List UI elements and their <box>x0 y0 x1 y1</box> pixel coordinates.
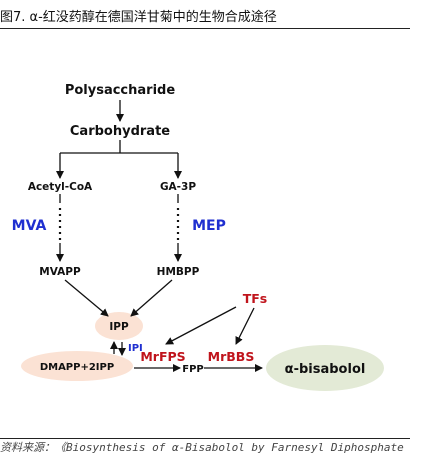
title-divider <box>0 28 410 29</box>
arrow-mvapp-ipp <box>64 279 109 317</box>
label-mrfps: MrFPS <box>140 349 185 364</box>
node-alpha-bisabolol: α-bisabolol <box>285 362 366 377</box>
ipp-ellipse <box>95 312 143 340</box>
label-ipi: IPI <box>128 343 143 354</box>
figure-title: 图7. α-红没药醇在德国洋甘菊中的生物合成途径 <box>0 10 277 25</box>
label-tfs: TFs <box>243 291 268 306</box>
dmapp-ellipse <box>21 351 133 381</box>
source-divider <box>0 438 410 439</box>
node-ga3p: GA-3P <box>160 181 196 193</box>
node-ipp: IPP <box>109 321 129 333</box>
label-mrbbs: MrBBS <box>208 349 255 364</box>
arrow-tfs-mrbbs <box>235 307 255 345</box>
node-polysaccharide: Polysaccharide <box>65 83 176 98</box>
label-mep: MEP <box>192 218 226 234</box>
node-dmapp: DMAPP+2IPP <box>40 362 114 373</box>
arrow-tfs-mrfps <box>165 306 237 345</box>
arrow-hmbpp-ipp <box>130 279 173 317</box>
label-mva: MVA <box>12 218 47 234</box>
node-fpp: FPP <box>182 364 204 375</box>
node-hmbpp: HMBPP <box>157 266 200 278</box>
product-ellipse <box>266 345 384 391</box>
node-acetyl-coa: Acetyl-CoA <box>28 181 93 193</box>
node-carbohydrate: Carbohydrate <box>70 124 170 139</box>
node-mvapp: MVAPP <box>39 266 81 278</box>
source-note: 资料来源：《Biosynthesis of α-Bisabolol by Far… <box>0 441 404 454</box>
